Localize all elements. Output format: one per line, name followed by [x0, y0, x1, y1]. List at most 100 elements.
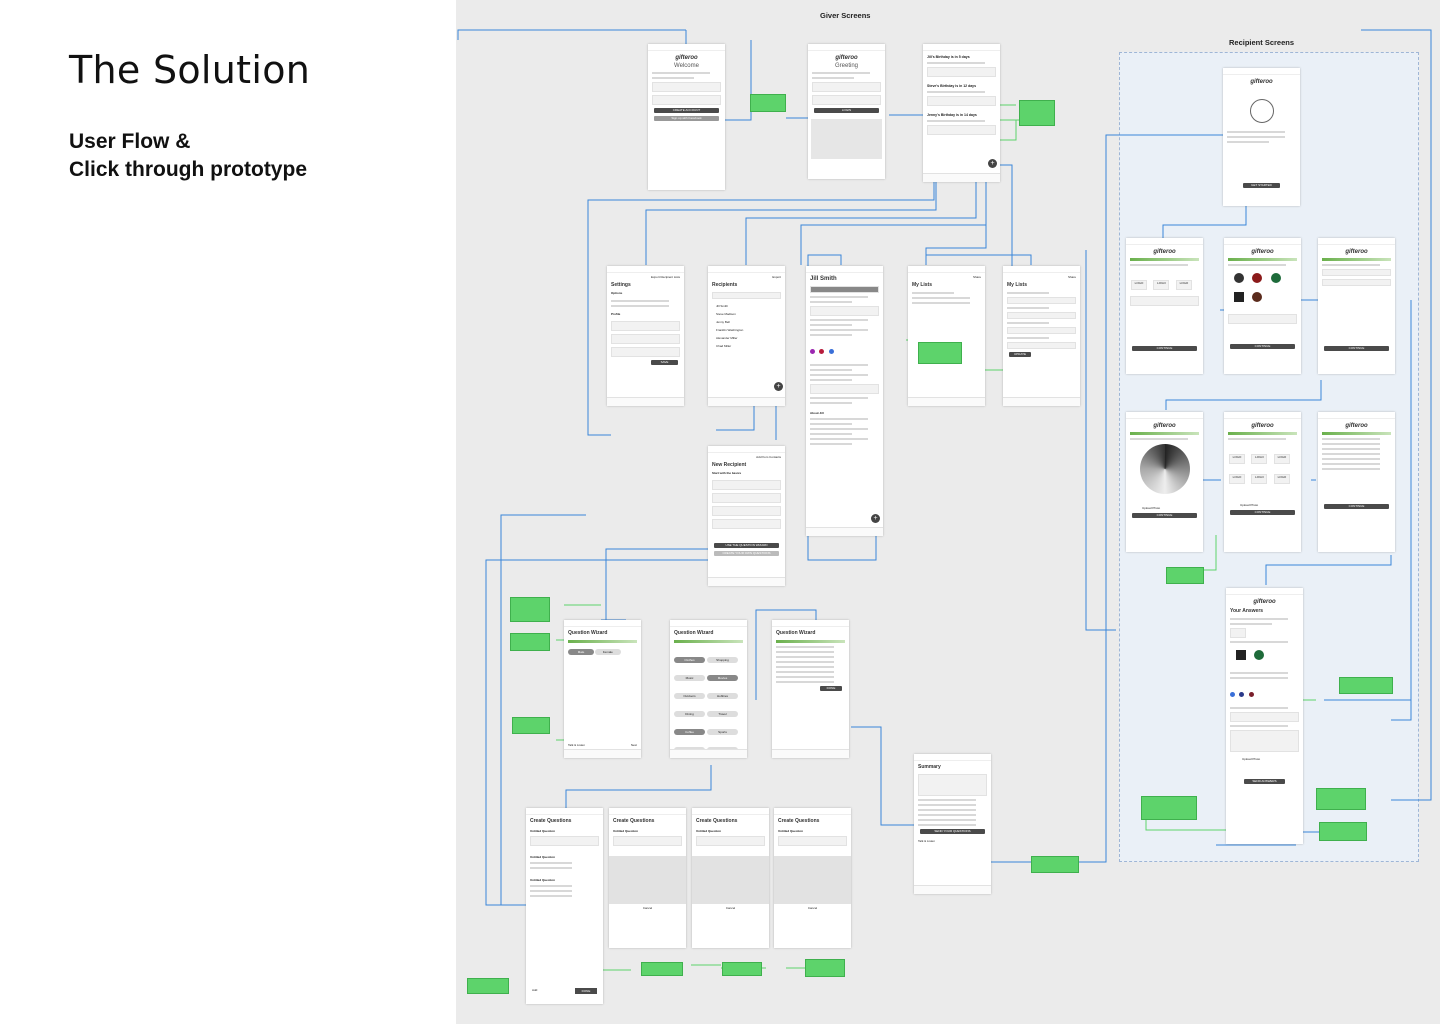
login-button[interactable]: LOGIN: [814, 108, 879, 113]
export-recipient-lists-link[interactable]: Export Recipient Lists: [650, 275, 680, 279]
upload-photo-link[interactable]: Upload Photo: [1142, 506, 1161, 510]
recipient-question-mugs: gifteroo CONTINUE: [1318, 238, 1395, 374]
interest-tag[interactable]: Dining: [674, 711, 705, 717]
birthday-item-2[interactable]: Steve's Birthday is in 12 days: [927, 84, 977, 88]
password-field[interactable]: [812, 95, 881, 105]
send-questions-button[interactable]: SEND YOUR QUESTIONS: [920, 829, 985, 834]
add-icon[interactable]: +: [988, 159, 997, 168]
birthday-item-1[interactable]: Jill's Birthday is in 5 days: [927, 55, 970, 59]
export-link[interactable]: Export: [772, 275, 781, 279]
female-option[interactable]: Female: [594, 649, 621, 655]
add-from-contacts-link[interactable]: Add from Contacts: [756, 455, 781, 459]
untitled-question[interactable]: Untitled Question: [530, 855, 555, 859]
birthday-item-3[interactable]: Jenny's Birthday is in 14 days: [927, 113, 977, 117]
suggested-questions-menu[interactable]: [774, 856, 851, 904]
done-button[interactable]: DONE: [820, 686, 842, 691]
share-link[interactable]: Share: [1067, 275, 1076, 279]
recipient-question-theater: gifteroo LOGO LOGO LOGO CONTINUE: [1126, 238, 1203, 374]
recipients-screen: Export Recipients Jill Smith Steve Madis…: [708, 266, 785, 406]
update-button[interactable]: UPDATE: [1009, 352, 1031, 357]
untitled-question[interactable]: Untitled Question: [613, 829, 638, 833]
untitled-question[interactable]: Untitled Question: [530, 829, 555, 833]
create-account-button[interactable]: CREATE ACCOUNT: [654, 108, 719, 113]
share-link[interactable]: Share: [972, 275, 981, 279]
summary-screen: Summary SEND YOUR QUESTIONS Talk & Liste…: [914, 754, 991, 894]
recipient-row[interactable]: Steve Madison: [716, 312, 736, 316]
tab-bar[interactable]: [923, 173, 1000, 182]
talk-listen-label[interactable]: Talk & Listen: [918, 839, 936, 843]
continue-button[interactable]: CONTINUE: [1230, 344, 1295, 349]
interest-tag[interactable]: Music: [674, 675, 705, 681]
greeting-heading: Greeting: [834, 63, 858, 69]
interest-tag[interactable]: Movies: [707, 675, 738, 681]
add-question-button[interactable]: Add: [532, 988, 538, 992]
recipient-row[interactable]: Alexander Miller: [716, 336, 738, 340]
continue-button[interactable]: CONTINUE: [1230, 510, 1295, 515]
create-own-questions-button[interactable]: CREATE YOUR OWN QUESTIONS: [714, 551, 779, 556]
save-button[interactable]: SAVE: [651, 360, 678, 365]
search-input[interactable]: [712, 292, 781, 299]
done-button[interactable]: DONE: [575, 988, 597, 994]
untitled-question[interactable]: Untitled Question: [530, 878, 555, 882]
logo-tile[interactable]: LOGO: [1251, 474, 1268, 484]
interest-tag[interactable]: Clothes: [674, 657, 705, 663]
talk-listen-label[interactable]: Talk & Listen: [568, 743, 586, 747]
brand-logo-icon[interactable]: [1234, 273, 1244, 283]
cancel-button[interactable]: Cancel: [807, 906, 818, 910]
recipient-row[interactable]: Chad Miller: [716, 344, 732, 348]
logo-tile[interactable]: LOGO: [1153, 280, 1170, 290]
logo-tile[interactable]: LOGO: [1251, 454, 1268, 464]
male-option[interactable]: Male: [568, 649, 594, 655]
get-started-button[interactable]: GET STARTED: [1243, 183, 1280, 188]
logo-tile[interactable]: LOGO: [1131, 280, 1147, 290]
interest-tag[interactable]: Hobbies: [707, 693, 738, 699]
keyboard[interactable]: [811, 119, 882, 159]
add-recipient-icon[interactable]: +: [774, 382, 783, 391]
continue-button[interactable]: CONTINUE: [1324, 504, 1389, 509]
question-wizard-button[interactable]: USE THE QUESTION WIZARD: [714, 543, 779, 548]
annotation-note: [722, 962, 762, 976]
interest-tag[interactable]: Shopping: [707, 657, 738, 663]
interest-tag[interactable]: Coffee: [674, 729, 705, 735]
brand-logo-icon[interactable]: [1234, 292, 1244, 302]
logo-tile[interactable]: LOGO: [1273, 454, 1290, 464]
welcome-heading: Welcome: [674, 63, 699, 69]
suggested-questions-menu[interactable]: [692, 856, 769, 904]
logo-tile[interactable]: LOGO: [1229, 454, 1245, 464]
upload-photo-link[interactable]: Upload Photo: [1240, 503, 1259, 507]
brand-logo-icon[interactable]: [1252, 273, 1263, 283]
interest-tag[interactable]: Travel: [707, 711, 738, 717]
annotation-note: [1031, 856, 1079, 873]
recipient-row[interactable]: Franklin Washington: [716, 328, 744, 332]
recipient-row[interactable]: Jenny Bell: [716, 320, 730, 324]
logo-tile[interactable]: LOGO: [1175, 280, 1192, 290]
brand-logo-icon[interactable]: [1270, 273, 1281, 283]
facebook-signup-button[interactable]: Sign up with Facebook: [654, 116, 719, 121]
recipient-row[interactable]: Jill Smith: [716, 304, 729, 308]
cancel-button[interactable]: Cancel: [725, 906, 736, 910]
add-icon[interactable]: +: [871, 514, 880, 523]
password-field[interactable]: [652, 95, 721, 105]
untitled-question[interactable]: Untitled Question: [778, 829, 803, 833]
continue-button[interactable]: CONTINUE: [1324, 346, 1389, 351]
logo-tile[interactable]: LOGO: [1273, 474, 1290, 484]
interest-tag[interactable]: Outdoors: [674, 693, 705, 699]
new-recipient-screen: Add from Contacts New Recipient Start wi…: [708, 446, 785, 586]
continue-button[interactable]: CONTINUE: [1132, 513, 1197, 518]
email-field[interactable]: [812, 82, 881, 92]
create-questions-title: Create Questions: [696, 818, 738, 824]
untitled-question[interactable]: Untitled Question: [696, 829, 721, 833]
color-wheel[interactable]: [1139, 444, 1190, 494]
email-field[interactable]: [652, 82, 721, 92]
question-type-menu[interactable]: [609, 856, 686, 904]
upload-photo-link[interactable]: Upload Photo: [1242, 757, 1261, 761]
send-answers-button[interactable]: SEND ANSWERS: [1244, 779, 1285, 784]
annotation-note: [512, 717, 550, 734]
brand-logo-icon[interactable]: [1252, 292, 1263, 302]
interest-tag[interactable]: Sports: [707, 729, 738, 735]
cancel-button[interactable]: Cancel: [642, 906, 653, 910]
continue-button[interactable]: CONTINUE: [1132, 346, 1197, 351]
logo-tile[interactable]: LOGO: [1229, 474, 1245, 484]
next-button[interactable]: Next: [630, 743, 637, 747]
